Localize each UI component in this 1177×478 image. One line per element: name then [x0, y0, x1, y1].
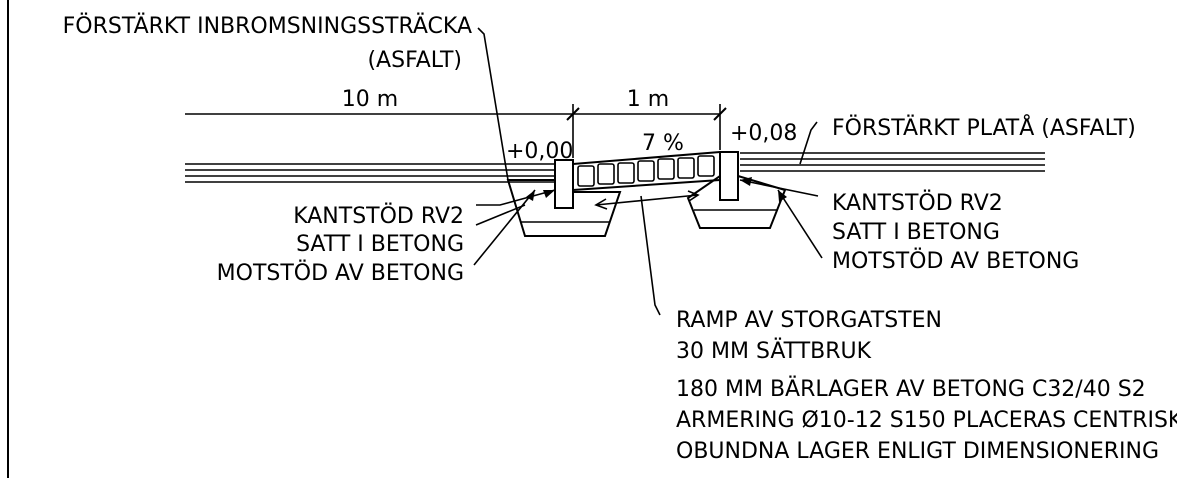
leader-arrowheads — [526, 177, 787, 202]
leader-lines — [473, 27, 823, 316]
label-ramp-4: ARMERING Ø10-12 S150 PLACERAS CENTRISKT — [676, 408, 1177, 433]
label-ramp-2: 30 MM SÄTTBRUK — [676, 338, 872, 364]
label-left-kerb-2: SATT I BETONG — [296, 232, 464, 257]
cobblestone-ramp — [572, 151, 721, 191]
label-level-right: +0,08 — [730, 121, 797, 146]
label-reinforced-braking-1: FÖRSTÄRKT INBROMSNINGSSTRÄCKA — [63, 13, 472, 39]
label-level-left: +0,00 — [506, 139, 573, 164]
right-asphalt-layers — [740, 152, 1045, 172]
label-right-kerb-2: SATT I BETONG — [832, 220, 1000, 245]
label-reinforced-braking-2: (ASFALT) — [367, 48, 462, 73]
label-dim-1m: 1 m — [627, 87, 669, 112]
left-asphalt-layers — [185, 163, 555, 183]
label-ramp-1: RAMP AV STORGATSTEN — [676, 308, 942, 333]
dimension-line-1m — [566, 104, 727, 158]
label-ramp-5: OBUNDNA LAGER ENLIGT DIMENSIONERING — [676, 439, 1159, 464]
label-dim-10m: 10 m — [342, 87, 398, 112]
label-plateau: FÖRSTÄRKT PLATÅ (ASFALT) — [832, 114, 1136, 141]
left-kerb-stone — [554, 159, 574, 209]
label-slope: 7 % — [642, 131, 684, 156]
label-left-kerb-1: KANTSTÖD RV2 — [293, 203, 464, 229]
label-right-kerb-3: MOTSTÖD AV BETONG — [832, 248, 1079, 274]
span-arrow — [594, 190, 700, 210]
right-concrete-support — [686, 174, 787, 229]
right-kerb-stone — [719, 151, 739, 201]
label-right-kerb-1: KANTSTÖD RV2 — [832, 190, 1003, 216]
label-left-kerb-3: MOTSTÖD AV BETONG — [217, 260, 464, 286]
label-ramp-3: 180 MM BÄRLAGER AV BETONG C32/40 S2 — [676, 376, 1146, 402]
left-concrete-support — [506, 179, 622, 237]
